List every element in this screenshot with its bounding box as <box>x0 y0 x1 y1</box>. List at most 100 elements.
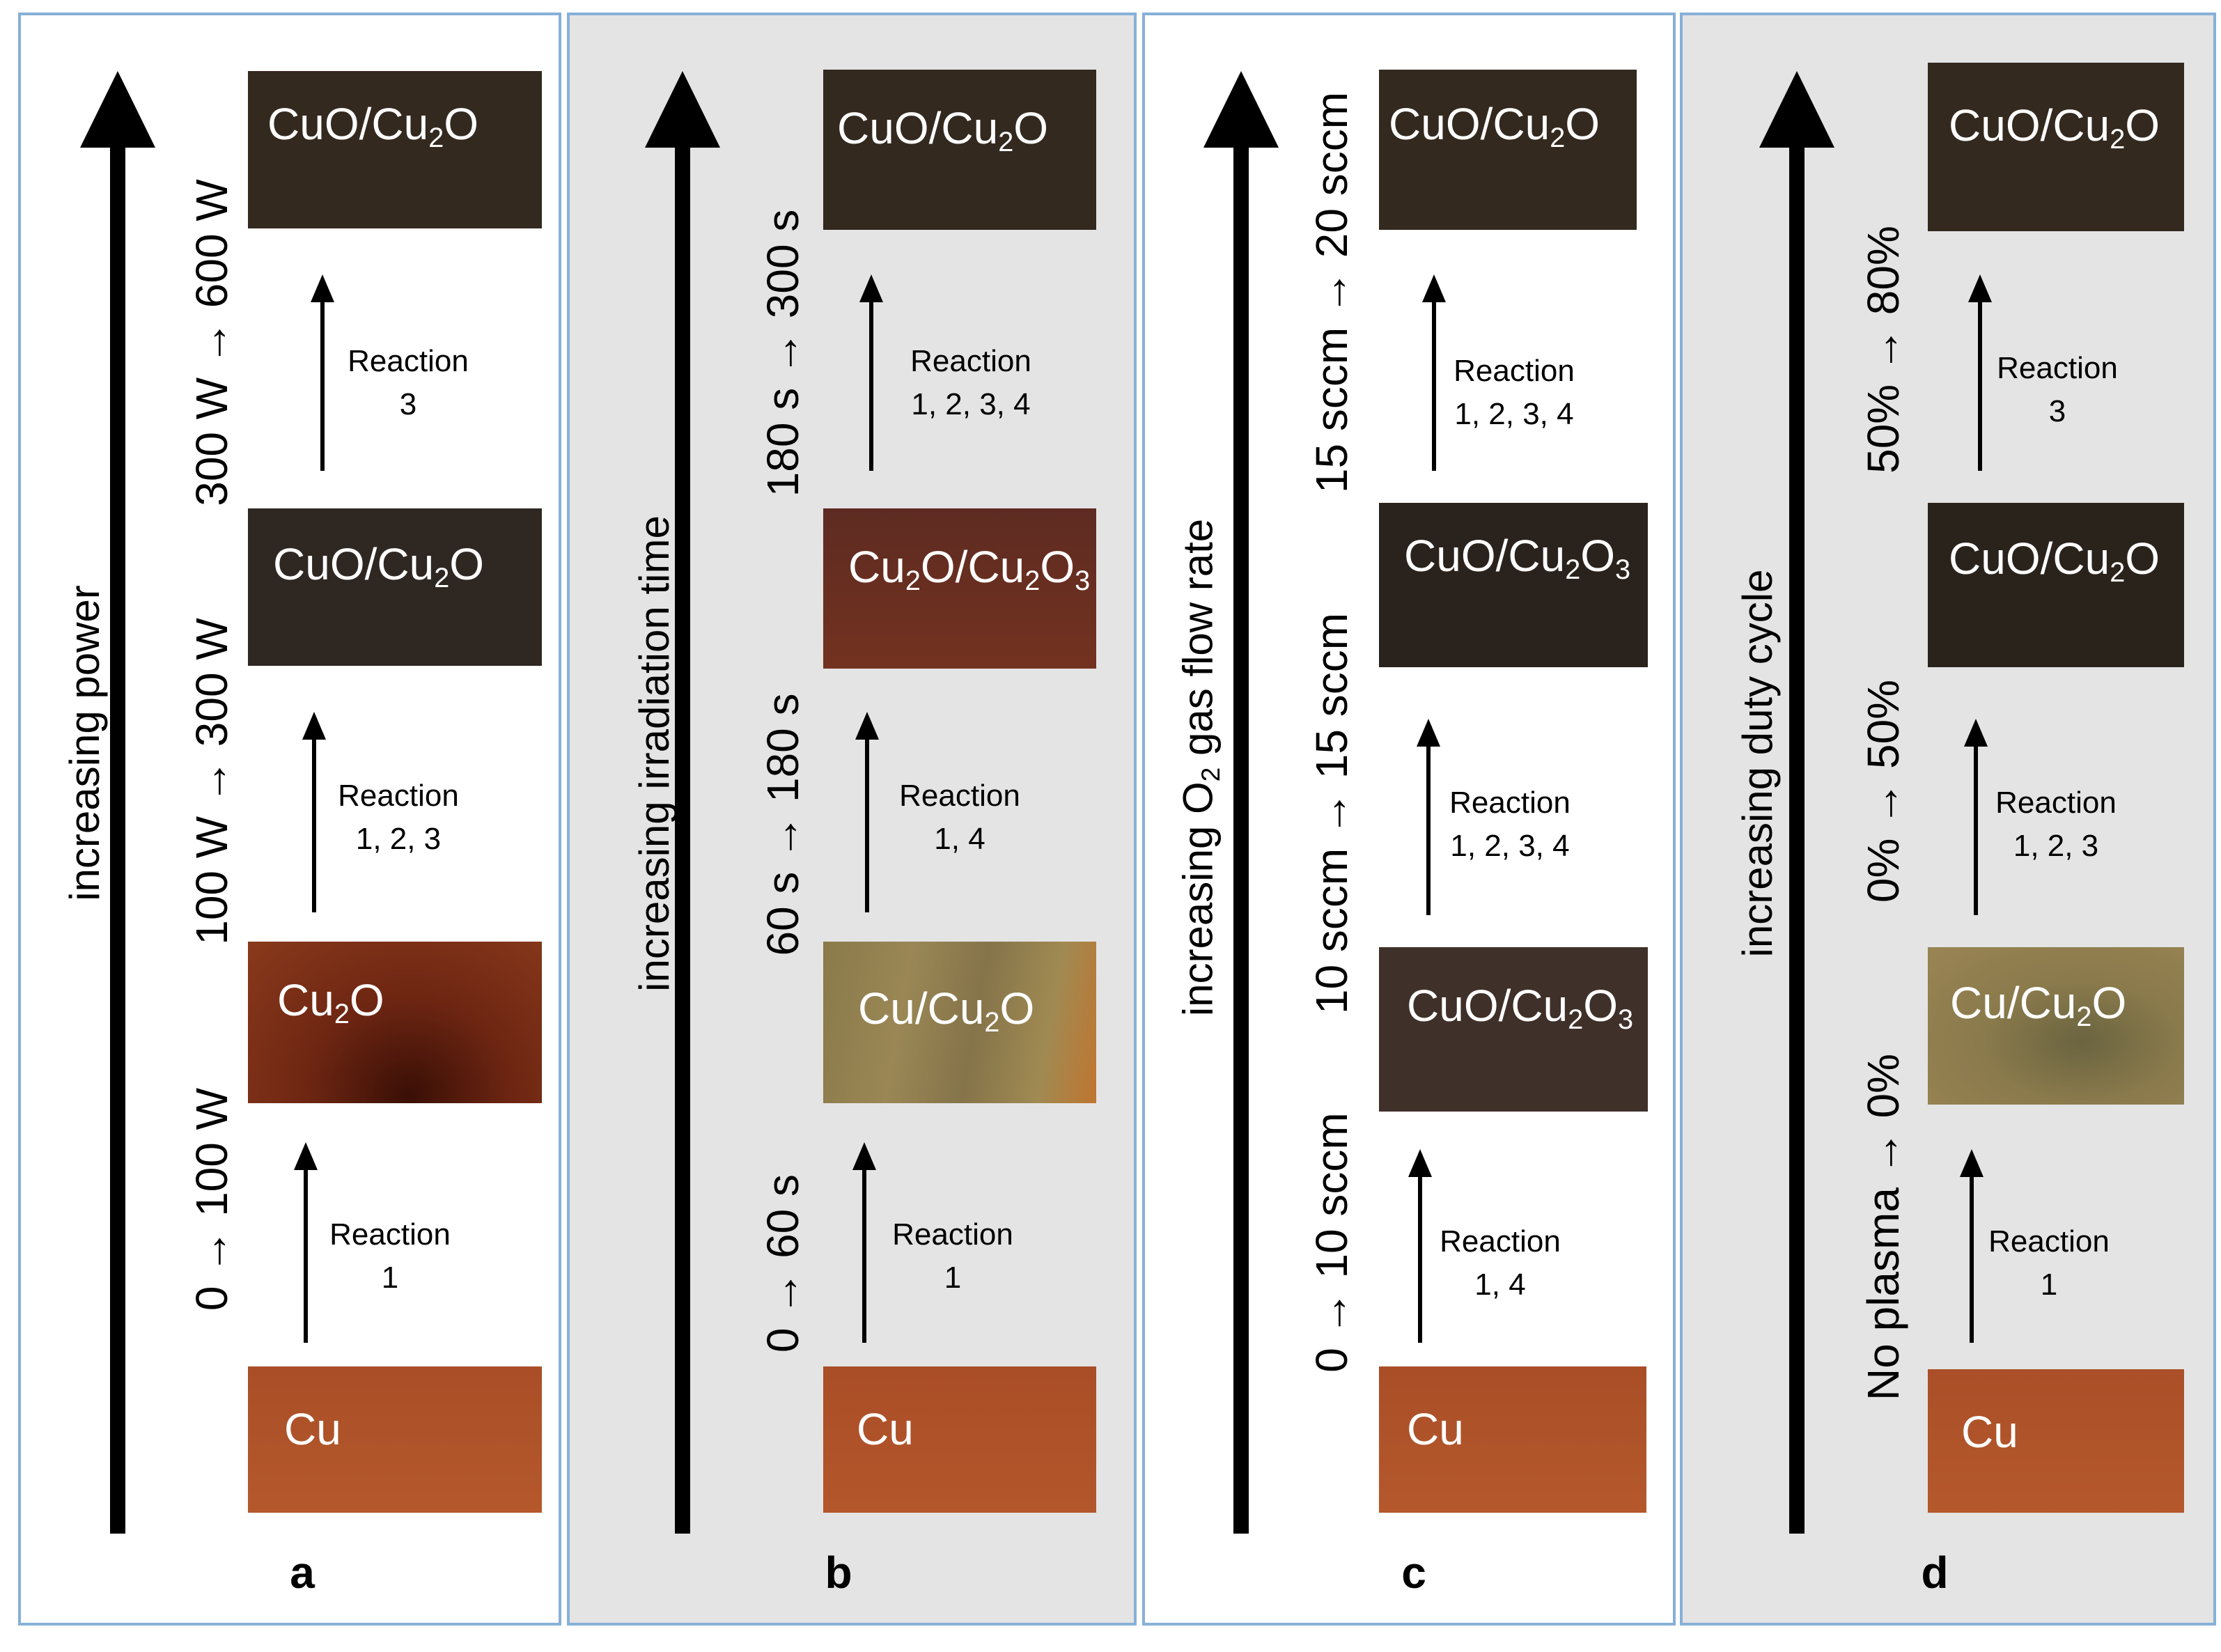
subscript: 2 <box>334 999 350 1030</box>
step-label-1: 0 → 60 s <box>758 1174 808 1353</box>
sample-cu2o-cu2o3: Cu2O/Cu2O3 <box>823 508 1096 669</box>
step-label-2: 100 W → 300 W <box>187 618 237 945</box>
subscript: 2 <box>428 123 444 154</box>
reaction-arrow-shaft <box>312 734 316 912</box>
panel-letter: d <box>1921 1548 1949 1598</box>
step-label-3: 50% → 80% <box>1858 226 1908 474</box>
reaction-arrow-shaft <box>1432 297 1436 471</box>
sample-formula-post: O <box>2091 978 2127 1028</box>
reaction-arrow-shaft <box>1426 741 1431 915</box>
subscript: 2 <box>905 566 921 597</box>
subscript: 2 <box>2076 1002 2092 1033</box>
sample-cuo-cu2o3-upper: CuO/Cu2O3 <box>1379 503 1648 667</box>
sample-cu: Cu <box>1928 1369 2184 1513</box>
step-label-1: 0 → 10 sccm <box>1307 1112 1357 1373</box>
sample-formula-mid: O/Cu <box>920 542 1025 592</box>
sample-cu-cu2o: Cu/Cu2O <box>1928 947 2184 1105</box>
sample-cu: Cu <box>1379 1366 1646 1513</box>
subscript: 2 <box>998 127 1014 158</box>
sample-formula-pre: Cu/Cu <box>1950 978 2077 1028</box>
sample-formula: Cu <box>1407 1404 1464 1454</box>
reaction-arrow-shaft <box>304 1164 308 1343</box>
reaction-arrow-shaft <box>1978 297 1982 471</box>
sample-formula-pre: CuO/Cu <box>1407 981 1568 1031</box>
subscript: 2 <box>2110 557 2126 589</box>
reaction-arrow-shaft <box>320 297 325 471</box>
sample-cu: Cu <box>823 1366 1096 1513</box>
sample-formula-pre: CuO/Cu <box>837 103 999 153</box>
axis-title: increasing irradiation time <box>631 515 678 992</box>
axis-arrow-shaft <box>1789 120 1805 1534</box>
axis-title: increasing O2 gas flow rate <box>1174 518 1226 1017</box>
panel-letter: b <box>825 1548 852 1598</box>
sample-cuo-cu2o-top: CuO/Cu2O <box>1379 70 1637 230</box>
sample-cu-cu2o: Cu/Cu2O <box>823 942 1096 1103</box>
step-label-3: 180 s → 300 s <box>758 209 808 497</box>
axis-arrow-shaft <box>110 120 125 1534</box>
reaction-arrow-shaft <box>1418 1171 1422 1343</box>
sample-formula: Cu <box>857 1404 914 1454</box>
sample-cu: Cu <box>248 1366 542 1513</box>
step-label-1: No plasma → 0% <box>1858 1054 1908 1401</box>
sample-formula-post: O <box>449 539 485 589</box>
subscript: 2 <box>1550 123 1566 154</box>
sample-formula-post: O <box>2125 533 2160 584</box>
sample-formula-pre: CuO/Cu <box>1404 531 1566 581</box>
sample-formula-pre: Cu/Cu <box>858 983 985 1034</box>
sample-cuo-cu2o-top: CuO/Cu2O <box>248 71 542 228</box>
subscript: 3 <box>1075 566 1091 597</box>
axis-title: increasing power <box>61 585 108 901</box>
sample-formula-pre: Cu <box>277 975 334 1025</box>
sample-cuo-cu2o-top: CuO/Cu2O <box>1928 63 2184 231</box>
step-label-2: 60 s → 180 s <box>758 693 808 956</box>
sample-formula: Cu <box>284 1404 341 1454</box>
sample-cuo-cu2o: CuO/Cu2O <box>1928 503 2184 667</box>
subscript: 2 <box>2110 124 2126 155</box>
sample-formula-pre: CuO/Cu <box>1949 100 2110 150</box>
step-label-1: 0 → 100 W <box>187 1087 237 1311</box>
reaction-arrow-shaft <box>862 1164 866 1343</box>
step-label-2: 10 sccm → 15 sccm <box>1307 612 1357 1015</box>
sample-formula-post: O <box>999 983 1035 1034</box>
sample-cuo-cu2o-top: CuO/Cu2O <box>823 70 1096 230</box>
sample-formula-post: O <box>349 975 384 1025</box>
subscript: 3 <box>1615 554 1631 586</box>
panel-letter: c <box>1401 1548 1426 1598</box>
axis-arrow-shaft <box>675 120 690 1534</box>
sample-cuo-cu2o3-lower: CuO/Cu2O3 <box>1379 947 1648 1112</box>
sample-formula-post: O <box>1565 99 1600 149</box>
reaction-arrow-shaft <box>1974 741 1978 915</box>
panel-b: increasing irradiation time 0 → 60 s 60 … <box>567 13 1137 1626</box>
sample-formula-pre: CuO/Cu <box>267 99 429 149</box>
panel-c: increasing O2 gas flow rate 0 → 10 sccm … <box>1142 13 1676 1626</box>
subscript: 2 <box>984 1007 1000 1038</box>
subscript: 3 <box>1618 1004 1634 1036</box>
step-label-2: 0% → 50% <box>1858 679 1908 903</box>
sample-formula-pre: CuO/Cu <box>273 539 435 589</box>
subscript: 2 <box>1024 566 1041 597</box>
sample-cuo-cu2o: CuO/Cu2O <box>248 508 542 666</box>
sample-formula-post: O <box>1583 981 1619 1031</box>
sample-formula-post: O <box>1580 531 1616 581</box>
reaction-arrow-shaft <box>865 734 869 912</box>
sample-cu2o: Cu2O <box>248 942 542 1103</box>
sample-formula-post: O <box>1040 542 1075 592</box>
sample-formula: Cu <box>1961 1407 2018 1457</box>
subscript: 2 <box>434 563 450 594</box>
sample-formula-post: O <box>1013 103 1049 153</box>
sample-formula-pre: Cu <box>848 542 905 592</box>
sample-formula-pre: CuO/Cu <box>1949 533 2110 584</box>
sample-formula-post: O <box>444 99 479 149</box>
